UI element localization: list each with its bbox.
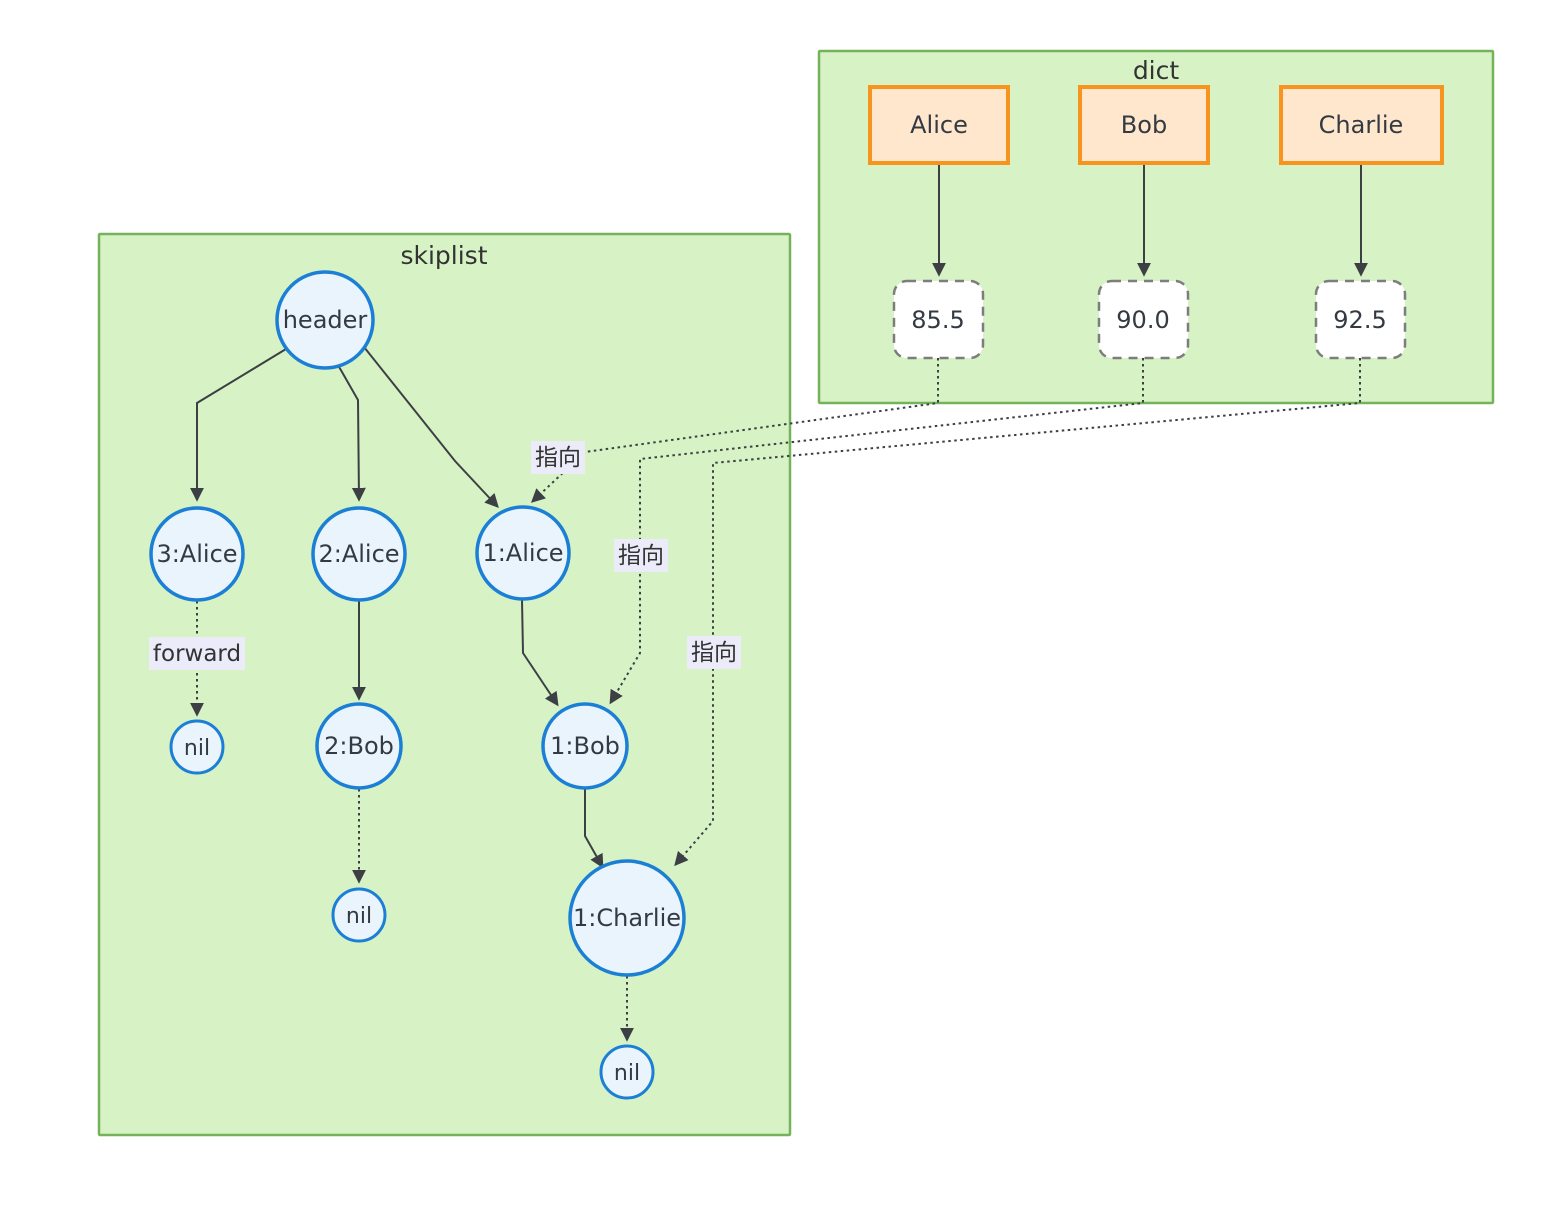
pointer-edge-alice: [530, 358, 939, 503]
node-nil-b-circle: [331, 887, 387, 943]
dict-key-charlie-box: [1279, 85, 1444, 165]
dict-subgraph-title: dict: [1133, 56, 1180, 85]
skiplist-subgraph-title: skiplist: [400, 241, 487, 270]
dict-value-charlie: 92.5: [1314, 279, 1407, 360]
node-nil-a-circle: [169, 719, 225, 775]
node-header-circle: [275, 270, 375, 370]
node-nil-b: nil: [331, 887, 387, 943]
edge-label-pointer-2-bg: [614, 539, 668, 572]
node-nil-c: nil: [599, 1044, 655, 1100]
dict-value-charlie-label: 92.5: [1333, 306, 1386, 334]
edge-label-pointer-1-bg: [531, 441, 585, 474]
dict-value-alice-label: 85.5: [911, 306, 964, 334]
node-nil-b-label: nil: [346, 904, 372, 929]
node-nil-c-circle: [599, 1044, 655, 1100]
edge-header-3alice: [190, 348, 287, 502]
node-2bob-circle: [315, 702, 403, 790]
edge-label-pointer-3: 指向: [687, 636, 741, 669]
node-header-label: header: [283, 306, 368, 334]
node-3alice-label: 3:Alice: [156, 540, 237, 568]
dict-key-bob-box: [1078, 85, 1210, 165]
node-1alice-label: 1:Alice: [482, 539, 563, 567]
node-nil-a: nil: [169, 719, 225, 775]
dict-key-charlie-label: Charlie: [1319, 111, 1404, 139]
node-1charlie-circle: [568, 859, 686, 977]
dict-value-alice-box: [892, 279, 985, 360]
node-nil-a-label: nil: [184, 736, 210, 761]
edge-label-forward-text: forward: [153, 641, 241, 667]
node-3alice: 3:Alice: [149, 506, 245, 602]
edge-label-pointer-1-text: 指向: [535, 445, 581, 471]
node-2bob-label: 2:Bob: [324, 732, 394, 760]
node-1bob-label: 1:Bob: [550, 732, 620, 760]
pointer-edges: [530, 358, 1361, 867]
node-1bob: 1:Bob: [541, 702, 629, 790]
dict-value-alice: 85.5: [892, 279, 985, 360]
dict-value-bob-label: 90.0: [1116, 306, 1169, 334]
node-1charlie: 1:Charlie: [568, 859, 686, 977]
pointer-edge-bob: [609, 358, 1144, 705]
node-1alice-circle: [475, 505, 571, 601]
node-nil-c-label: nil: [614, 1061, 640, 1086]
dict-key-alice-box: [868, 85, 1010, 165]
dict-key-charlie: Charlie: [1279, 85, 1444, 165]
pointer-edge-charlie: [674, 358, 1361, 867]
skiplist-subgraph: skiplist: [97, 232, 792, 1137]
skiplist-subgraph-box: [97, 232, 792, 1137]
dict-key-bob: Bob: [1078, 85, 1210, 165]
dict-key-alice: Alice: [868, 85, 1010, 165]
edge-label-pointer-3-text: 指向: [691, 640, 737, 666]
dict-key-bob-label: Bob: [1121, 111, 1167, 139]
dict-key-alice-label: Alice: [910, 111, 968, 139]
edge-label-forward-bg: [149, 637, 245, 670]
dict-value-charlie-box: [1314, 279, 1407, 360]
edge-label-pointer-1: 指向: [531, 441, 585, 474]
edge-label-pointer-2: 指向: [614, 539, 668, 572]
node-2alice-label: 2:Alice: [318, 540, 399, 568]
dict-value-bob: 90.0: [1097, 279, 1190, 360]
node-2alice-circle: [311, 506, 407, 602]
edge-label-pointer-3-bg: [687, 636, 741, 669]
edge-header-2alice: [337, 364, 366, 502]
edge-1bob-1charlie: [584, 789, 604, 869]
edge-label-forward: forward: [149, 637, 245, 670]
dict-edges: [932, 165, 1368, 277]
node-1alice: 1:Alice: [475, 505, 571, 601]
node-2bob: 2:Bob: [315, 702, 403, 790]
node-1charlie-label: 1:Charlie: [573, 904, 681, 932]
node-1bob-circle: [541, 702, 629, 790]
edge-label-pointer-2-text: 指向: [618, 543, 664, 569]
node-3alice-circle: [149, 506, 245, 602]
edge-1alice-1bob: [521, 599, 559, 707]
edge-header-1alice: [363, 346, 499, 509]
dict-value-bob-box: [1097, 279, 1190, 360]
node-header: header: [275, 270, 375, 370]
node-2alice: 2:Alice: [311, 506, 407, 602]
